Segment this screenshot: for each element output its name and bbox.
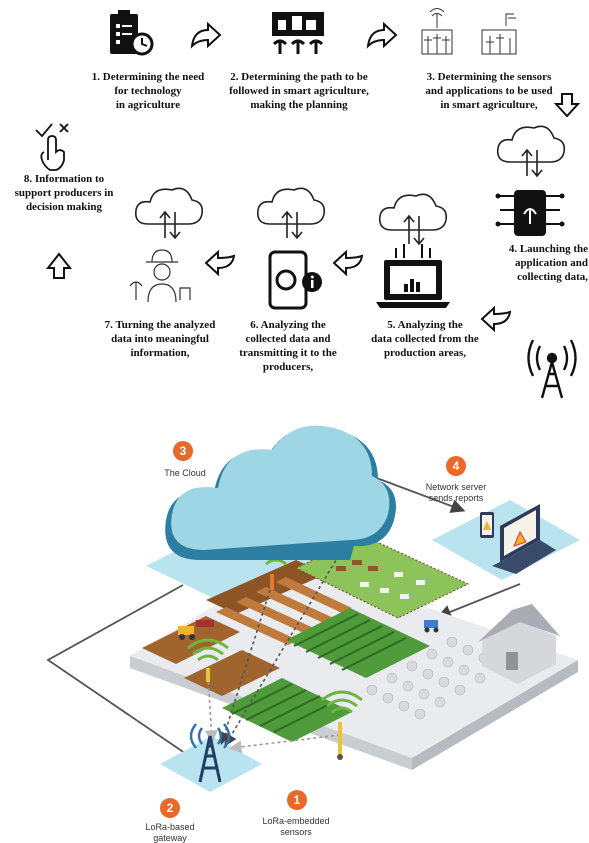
badge-cloud: 3 bbox=[173, 441, 193, 461]
label-sensors: LoRa-embedded sensors bbox=[262, 816, 330, 837]
tractor-icon bbox=[424, 620, 439, 633]
badge-gateway: 2 bbox=[160, 798, 180, 818]
laptop-analytics-icon bbox=[376, 244, 450, 308]
flow-arrow-icon bbox=[204, 249, 236, 277]
badge-sensors: 1 bbox=[287, 790, 307, 810]
cloud-sync-icon bbox=[256, 187, 326, 240]
flow-arrow-icon bbox=[45, 252, 73, 279]
tractor-icon bbox=[178, 620, 214, 640]
greenhouse-plants-icon bbox=[272, 12, 324, 54]
phone-gear-info-icon bbox=[268, 250, 322, 310]
cloud-icon bbox=[165, 425, 396, 560]
wifi-icon bbox=[321, 690, 363, 714]
badge-network-server: 4 bbox=[446, 456, 466, 476]
farmer-icon bbox=[129, 249, 191, 303]
antenna-tower-icon bbox=[527, 339, 577, 399]
lora-sensor-post bbox=[270, 574, 274, 590]
smartphone-plant-icon bbox=[495, 190, 565, 236]
flow-arrow-icon bbox=[553, 93, 581, 118]
step-3-text: 3. Determining the sensors and applicati… bbox=[425, 71, 553, 111]
cloud-sync-icon bbox=[496, 125, 566, 178]
flow-arrow-icon bbox=[480, 305, 512, 333]
soil-plots bbox=[142, 560, 352, 696]
crop-rows bbox=[222, 608, 430, 742]
lora-sensor-post bbox=[337, 722, 343, 760]
lora-sensor-post bbox=[206, 668, 210, 682]
step-8-text: 8. Information to support producers in d… bbox=[14, 173, 114, 213]
flow-arrow-icon bbox=[332, 249, 364, 277]
step-6-text: 6. Analyzing the collected data and tran… bbox=[239, 319, 337, 373]
wifi-icon bbox=[187, 638, 229, 662]
barn-icon bbox=[478, 604, 560, 684]
step-1-text: 1. Determining the need for technology i… bbox=[91, 71, 205, 111]
hand-touch-icon bbox=[35, 123, 69, 171]
phone-alert-icon bbox=[480, 512, 494, 538]
flow-arrow-icon bbox=[190, 21, 222, 49]
sensor-data-flows bbox=[205, 539, 349, 754]
label-gateway: LoRa-based gateway bbox=[145, 822, 195, 843]
clipboard-clock-icon bbox=[110, 10, 154, 56]
gateway-tower-icon bbox=[189, 723, 231, 783]
cloud-sync-icon bbox=[134, 187, 204, 240]
flow-arrow-icon bbox=[366, 21, 398, 49]
step-2-text: 2. Determining the path to be followed i… bbox=[229, 71, 369, 111]
step-4-text: 4. Launching the application and collect… bbox=[508, 243, 588, 283]
step-5-text: 5. Analyzing the data collected from the… bbox=[371, 319, 479, 359]
cloud-sync-icon bbox=[378, 193, 448, 246]
laptop-alert-icon bbox=[492, 504, 556, 574]
label-cloud: The Cloud bbox=[164, 468, 206, 478]
label-network-server: Network server sends reports bbox=[425, 482, 487, 503]
sensor-plants-icon bbox=[421, 8, 517, 55]
step-7-text: 7. Turning the analyzed data into meanin… bbox=[104, 319, 216, 359]
